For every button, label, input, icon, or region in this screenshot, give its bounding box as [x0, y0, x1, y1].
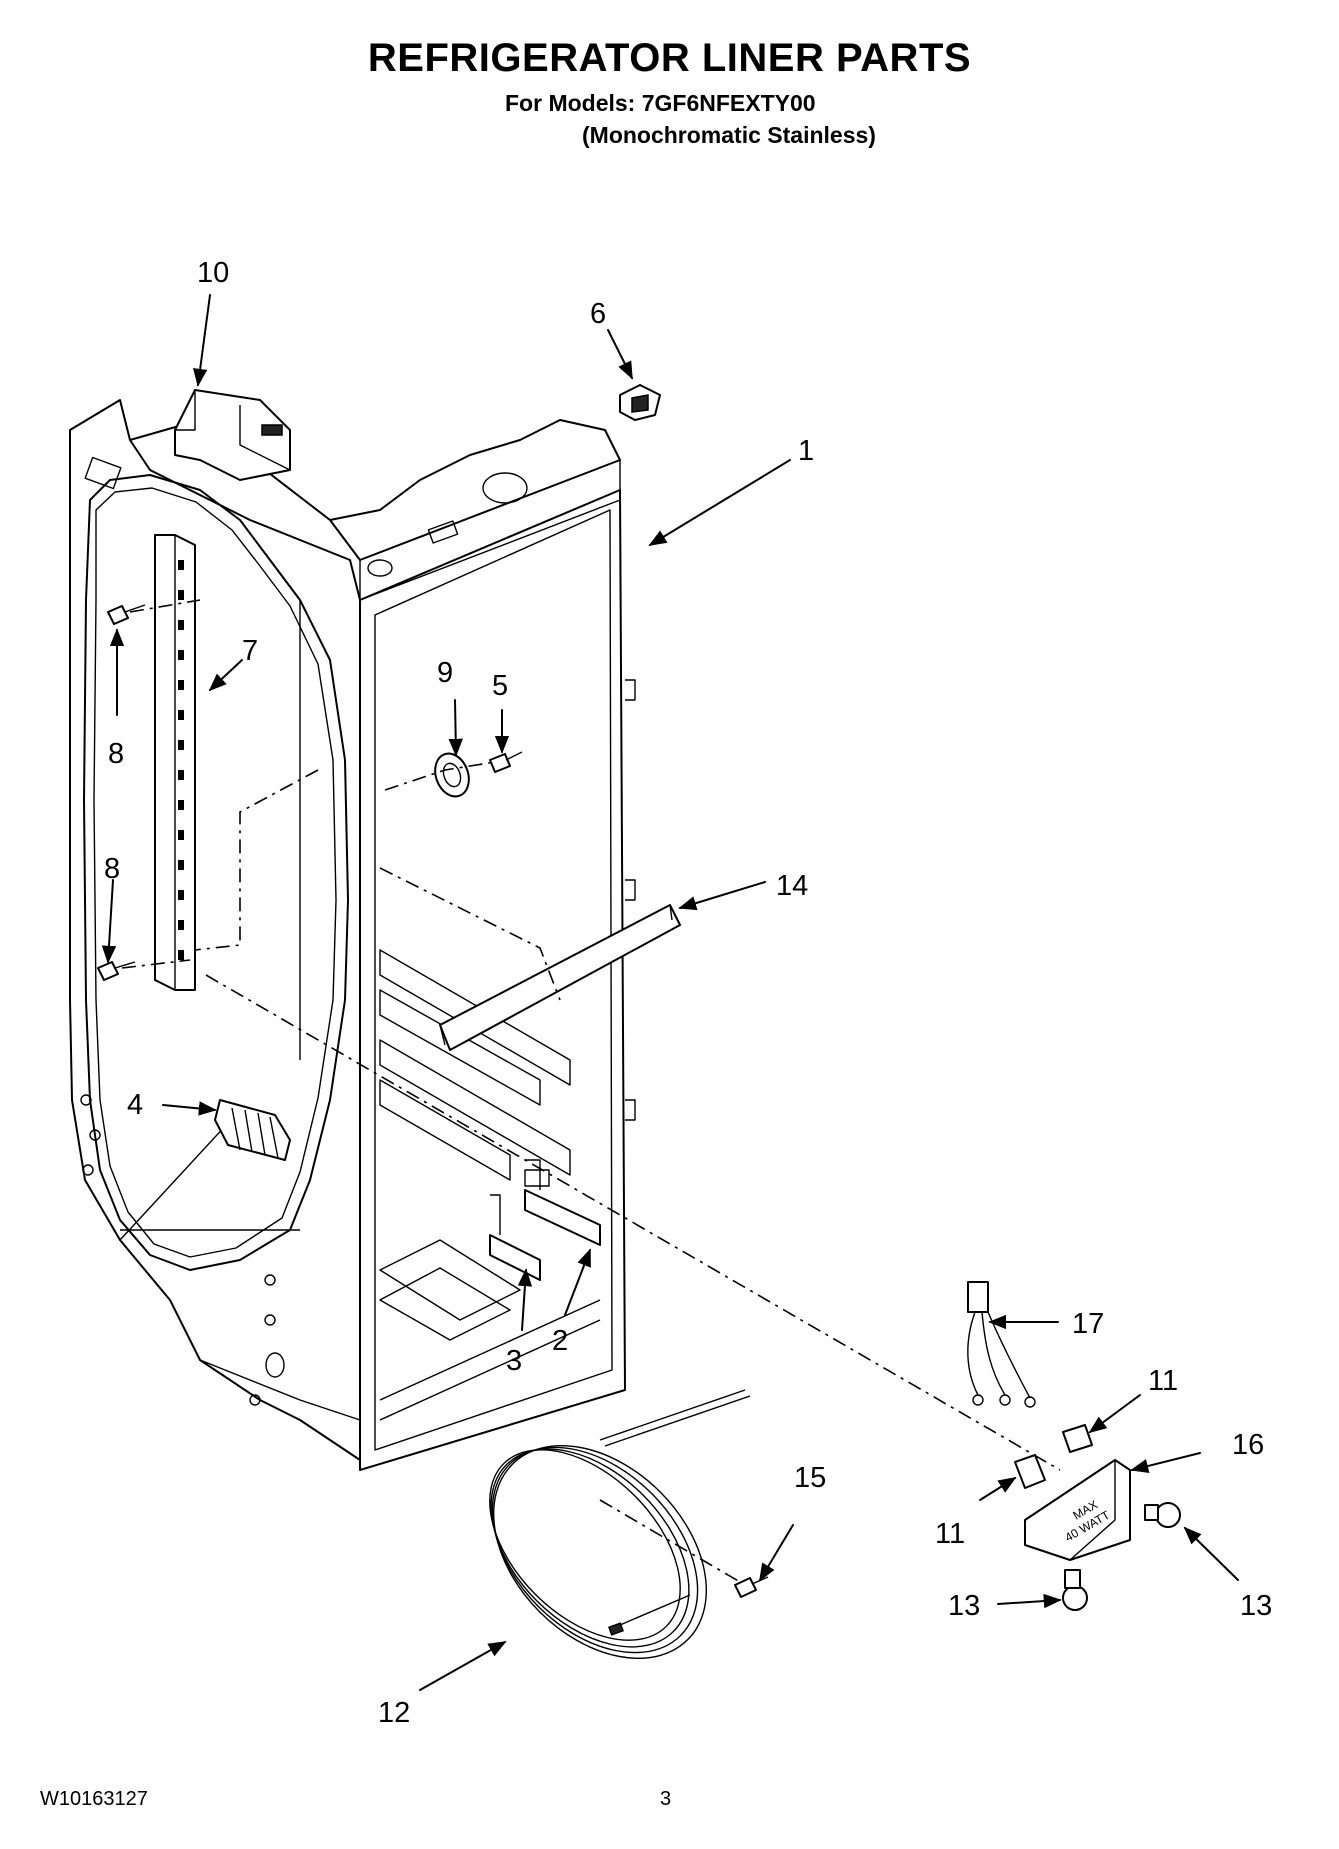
page-number: 3: [660, 1788, 672, 1810]
bracket-part-2: [524, 1159, 601, 1246]
callout-9: 9: [437, 657, 453, 689]
callout-6: 6: [590, 298, 606, 330]
callout-3: 3: [506, 1345, 522, 1377]
shelf-rail-part-7: [154, 534, 196, 991]
liner-front-frame: [359, 489, 626, 1471]
liner-left-shell: [69, 399, 361, 1461]
wire-harness-part-17: [967, 1281, 1036, 1408]
liner-cavity-outline: [83, 474, 349, 1271]
models-line: For Models: 7GF6NFEXTY00: [505, 90, 816, 116]
rail-slots: [178, 560, 184, 960]
liner-top: [129, 419, 621, 561]
callout-16: 16: [1232, 1429, 1264, 1461]
callout-14: 14: [776, 870, 808, 902]
callout-17: 17: [1072, 1308, 1104, 1340]
callout-13-right: 13: [1240, 1590, 1272, 1622]
screw-part-8-top: [107, 604, 146, 625]
knob-part-9: [434, 752, 470, 798]
clip-part-11-lower: [1014, 1454, 1046, 1489]
liner-top-edge: [359, 460, 621, 601]
callout-4: 4: [127, 1089, 143, 1121]
bracket-part-14: [439, 904, 681, 1051]
bulb-part-13-right: [1144, 1502, 1181, 1528]
clip-part-6: [619, 384, 661, 421]
callout-11-lower: 11: [935, 1518, 965, 1550]
bulb-part-13-lower: [1062, 1569, 1088, 1611]
callout-11-upper: 11: [1148, 1365, 1178, 1397]
screw-part-5: [489, 751, 523, 773]
callout-8-upper: 8: [108, 738, 124, 770]
callout-13-left: 13: [948, 1590, 980, 1622]
grille-part-4: [214, 1099, 291, 1161]
callout-10: 10: [197, 257, 229, 289]
callout-2: 2: [552, 1325, 568, 1357]
page-title: REFRIGERATOR LINER PARTS: [367, 36, 972, 80]
callout-12: 12: [378, 1697, 410, 1729]
tubing-part-12: [489, 1389, 751, 1660]
liner-front-inner: [374, 509, 613, 1451]
callout-7: 7: [242, 635, 258, 667]
control-housing-part-10: [174, 389, 291, 481]
screw-part-15: [734, 1576, 769, 1598]
clip-part-11-upper: [1062, 1424, 1093, 1453]
lamp-housing-part-16: MAX 40 WATT: [1024, 1459, 1131, 1561]
liner-opening: [524, 1169, 550, 1187]
callout-labels: 10 6 1 7 8 8 9 5 14 4 3 2 17 11 16 11 15…: [104, 257, 1272, 1729]
document-code: W10163127: [40, 1788, 148, 1810]
callout-5: 5: [492, 670, 508, 702]
liner-body: [69, 399, 636, 1471]
callout-arrows: [101, 294, 1239, 1691]
callout-8-lower: 8: [104, 853, 120, 885]
variant-line: (Monochromatic Stainless): [582, 122, 876, 148]
callout-15: 15: [794, 1462, 826, 1494]
callout-1: 1: [798, 435, 814, 467]
screw-part-8-bottom: [97, 961, 136, 981]
assembly-lines: [121, 599, 1061, 1583]
